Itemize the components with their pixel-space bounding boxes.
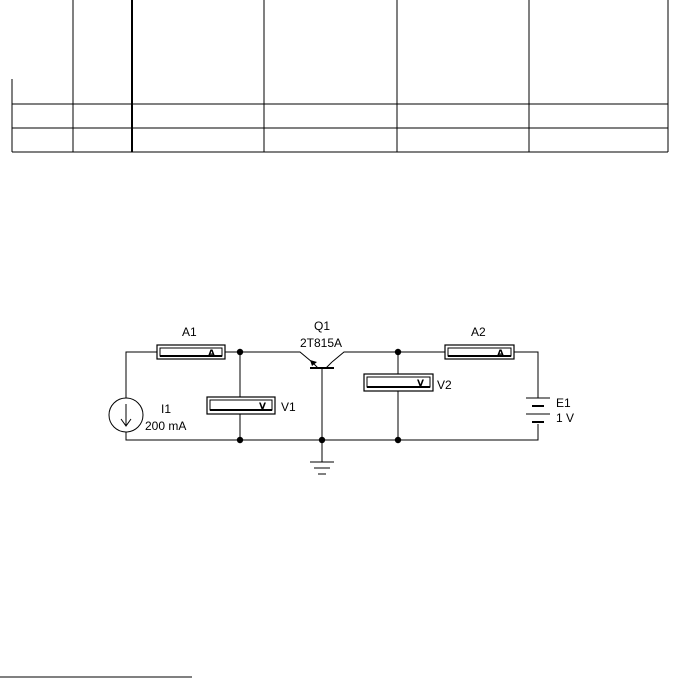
junction-dot [318, 436, 326, 444]
emitter-arrow [310, 360, 317, 366]
label-e1: E1 [556, 396, 571, 410]
junction-dot [394, 436, 402, 444]
battery-e1-icon [526, 397, 550, 423]
junction-dot [236, 348, 244, 356]
junction-dot [394, 348, 402, 356]
voltmeter-v1-symbol: V [259, 402, 266, 412]
label-a1: A1 [182, 325, 197, 339]
circuit-schematic: A A V V [108, 344, 550, 475]
label-a2: A2 [471, 325, 486, 339]
label-e1-value: 1 V [556, 411, 574, 425]
wire-collector-n2 [331, 351, 398, 363]
wire-n1-emitter [240, 351, 313, 363]
label-q1: Q1 [314, 319, 330, 333]
current-source-i1-icon [108, 397, 144, 433]
label-v2: V2 [437, 378, 452, 392]
data-table [11, 0, 669, 153]
ammeter-a2: A [444, 344, 515, 360]
junction-dots [236, 348, 402, 444]
junction-dot [236, 436, 244, 444]
ammeter-a2-symbol: A [497, 349, 504, 359]
label-i1-value: 200 mA [145, 419, 186, 433]
ground-icon [310, 461, 334, 475]
voltmeter-v2-symbol: V [417, 379, 424, 389]
label-q1-model: 2T815A [300, 336, 342, 350]
label-i1: I1 [161, 402, 171, 416]
transistor-q1-icon [310, 360, 334, 369]
label-v1: V1 [281, 400, 296, 414]
voltmeter-v2: V [363, 373, 434, 392]
wire-left-top [125, 351, 157, 398]
wire-battery-bottom [125, 424, 539, 441]
ammeter-a1-symbol: A [208, 349, 215, 359]
voltmeter-v1: V [206, 396, 276, 415]
ammeter-a1: A [156, 344, 226, 360]
wire-a2-battery [514, 351, 539, 398]
component-labels: A1 A2 Q1 2T815A V1 V2 I1 200 mA E1 1 V [145, 319, 574, 433]
wires [125, 351, 539, 462]
